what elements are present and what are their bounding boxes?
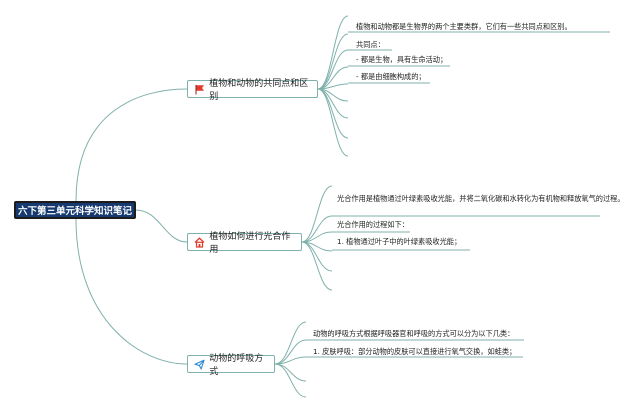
leaf-text: 1. 皮肤呼吸：部分动物的皮肤可以直接进行氧气交换，如蛙类；	[313, 347, 517, 356]
connector-leaf-8	[317, 88, 349, 139]
paper-plane-icon	[194, 358, 205, 370]
connector-root-branch-2	[135, 209, 188, 243]
connector-leaf-1	[317, 15, 349, 90]
connector-leaf-2	[301, 215, 333, 243]
connector-root-branch-3	[75, 218, 188, 365]
branch-label: 植物如何进行光合作用	[209, 232, 291, 255]
connector-leaf-3	[274, 356, 307, 365]
leaf-text: - 都是生物，具有生命活动；	[356, 55, 448, 64]
house-icon	[194, 236, 205, 248]
connector-leaf-2	[317, 33, 349, 90]
root-node[interactable]: 六下第三单元科学知识笔记	[14, 201, 136, 219]
connector-leaf-6	[301, 241, 333, 291]
branch-node-photosynthesis[interactable]: 植物如何进行光合作用	[187, 232, 302, 255]
leaf-text: 光合作用是植物通过叶绿素吸收光能，并将二氧化碳和水转化为有机物和释放氧气的过程。	[337, 194, 625, 203]
branch-label: 动物的呼吸方式	[209, 354, 264, 377]
connector-root-branch-1	[75, 88, 188, 202]
red-flag-icon	[194, 83, 205, 95]
connector-leaf-3	[317, 49, 349, 90]
connector-leaf-2	[274, 339, 307, 365]
leaf-text: 动物的呼吸方式根据呼吸器官和呼吸的方式可以分为以下几类：	[313, 329, 515, 338]
leaf-text: 共同点：	[356, 40, 385, 49]
connector-leaf-1	[274, 321, 307, 365]
leaf-text: 植物和动物都是生物界的两个主要类群，它们有一些共同点和区别。	[356, 22, 572, 31]
connector-leaf-3	[301, 231, 333, 243]
connector-leaf-1	[301, 185, 333, 243]
branch-node-plants-animals[interactable]: 植物和动物的共同点和区别	[187, 79, 318, 102]
leaf-text: - 都是由细胞构成的；	[356, 72, 426, 81]
leaf-text: 1. 植物通过叶子中的叶绿素吸收光能；	[337, 237, 462, 246]
connector-leaf-4	[317, 66, 349, 90]
root-node-label: 六下第三单元科学知识笔记	[17, 206, 132, 217]
branch-node-animal-respiration[interactable]: 动物的呼吸方式	[187, 354, 275, 377]
connector-leaf-9	[317, 88, 349, 157]
connector-leaf-5	[274, 363, 307, 398]
branch-label: 植物和动物的共同点和区别	[209, 79, 309, 102]
leaf-text: 光合作用的过程如下：	[337, 220, 409, 229]
connector-leaf-4	[274, 363, 307, 382]
